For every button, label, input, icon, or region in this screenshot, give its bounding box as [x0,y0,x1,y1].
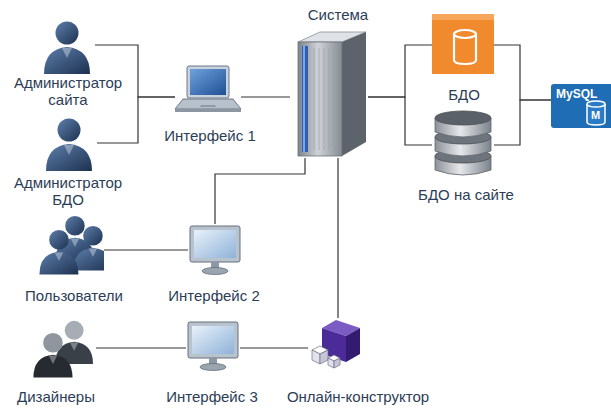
icon-node: Интерфейс 1 [175,62,241,112]
node-label: Онлайн-конструктор [287,388,429,405]
icon-node: БДО [432,14,494,74]
node-label: Дизайнеры [17,388,95,405]
icon-node: Дизайнеры [30,318,96,378]
node-label: Интерфейс 3 [166,388,258,405]
connector-line [240,347,308,348]
node-label: Пользователи [25,287,123,304]
icon-node: Пользователи [36,213,104,277]
connector-line [215,158,305,224]
server-rack [290,30,368,158]
icon-node: MySQL M [551,84,611,128]
laptop-icon [175,62,241,112]
constructor-cube [308,318,360,370]
node-label: БДО на сайте [418,186,514,203]
node-label: Интерфейс 2 [168,287,260,304]
database-tile [432,14,494,74]
admin-figure [40,18,95,74]
database-stack [432,110,494,178]
icon-node: БДО на сайте [432,110,494,178]
connector-line [368,97,432,145]
connector-line [368,45,432,97]
connector-line [494,45,551,100]
monitor-icon [188,224,242,276]
user-group [36,213,104,277]
node-label: БДО [448,86,480,103]
icon-node: Администратор сайта [40,18,95,74]
icon-node: Система [290,30,368,158]
connector-line [96,347,186,348]
icon-node: Интерфейс 3 [186,320,240,372]
designer-group [30,318,96,378]
icon-node: Онлайн-конструктор [308,318,360,370]
monitor-icon [186,320,240,372]
connector-line [241,96,290,97]
brand-name: MySQL [556,88,597,100]
connector-line [494,100,551,145]
icon-node: Интерфейс 2 [188,224,242,276]
node-label: Интерфейс 1 [164,127,256,144]
logo-letter: M [591,110,600,121]
admin-figure [42,115,97,171]
connector-line [337,158,338,318]
node-label: Система [308,6,368,23]
node-label: Администратор сайта [3,74,133,109]
connector-line [97,97,175,143]
node-label: Администратор БДО [3,174,133,209]
connector-line [104,249,188,250]
icon-node: Администратор БДО [42,115,97,171]
